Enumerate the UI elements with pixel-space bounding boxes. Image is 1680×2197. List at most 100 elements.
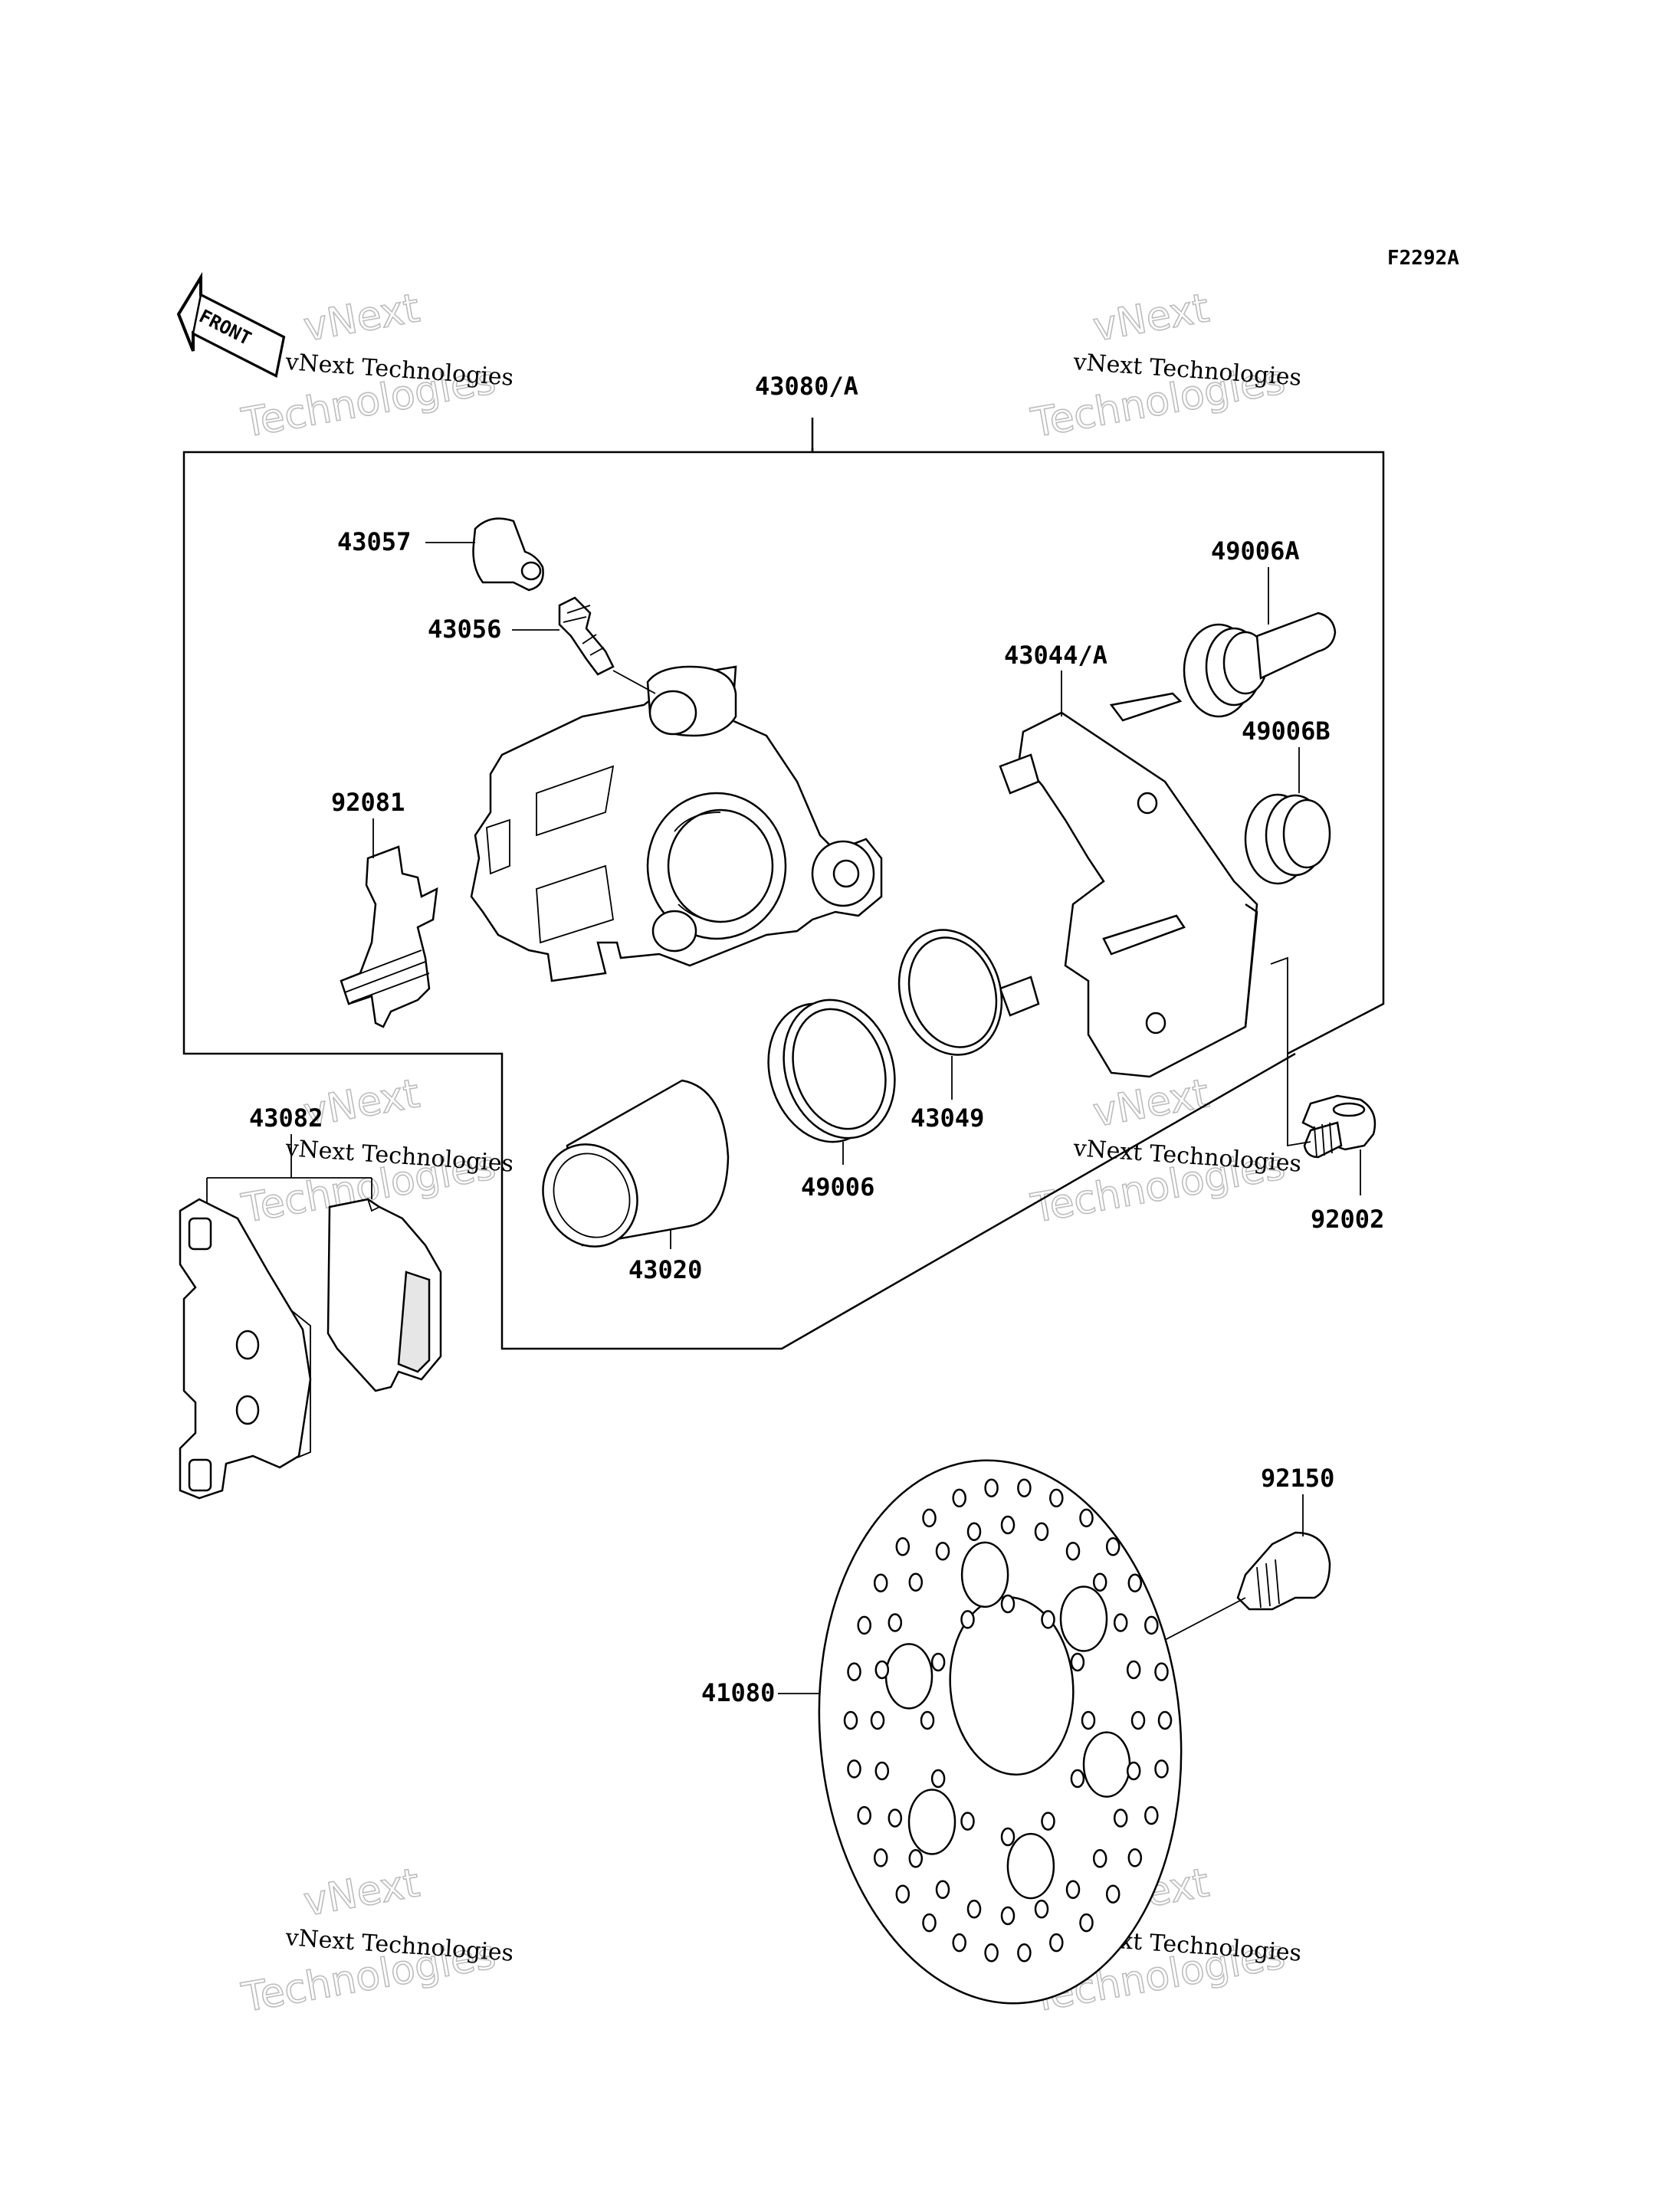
- disc-small-hole: [952, 1933, 966, 1953]
- disc-small-hole: [1041, 1812, 1055, 1831]
- piston[interactable]: [527, 1079, 730, 1262]
- disc-small-hole: [1144, 1805, 1159, 1825]
- bleed-valve[interactable]: [558, 596, 615, 676]
- pin-boot-a[interactable]: [1183, 612, 1337, 718]
- disc-small-hole: [1079, 1508, 1094, 1528]
- disc-small-hole: [1105, 1884, 1121, 1904]
- disc-small-hole: [1000, 1906, 1016, 1926]
- disc-large-hole: [1059, 1585, 1108, 1652]
- part-label-43049: 43049: [911, 1103, 984, 1133]
- disc-small-hole: [1017, 1478, 1032, 1497]
- part-label-43057: 43057: [337, 527, 411, 556]
- part-label-49006b: 49006B: [1242, 716, 1331, 746]
- part-label-43020: 43020: [628, 1255, 702, 1284]
- watermark-bottom-left: vNext Technologies vNext Technologies: [238, 1860, 514, 2022]
- disc-small-hole: [873, 1848, 888, 1867]
- disc-large-hole: [884, 1643, 934, 1710]
- disc-small-hole: [1154, 1662, 1169, 1681]
- figure-code: F2292A: [1387, 247, 1459, 270]
- disc-small-hole: [874, 1761, 890, 1781]
- part-label-92150: 92150: [1261, 1464, 1334, 1493]
- disc-small-hole: [1127, 1573, 1143, 1592]
- disc-small-hole: [920, 1710, 935, 1730]
- disc-small-hole: [935, 1880, 950, 1900]
- disc-bolt[interactable]: [1236, 1531, 1331, 1611]
- disc-small-hole: [984, 1478, 999, 1497]
- part-label-43082: 43082: [249, 1103, 323, 1133]
- disc-small-hole: [1070, 1769, 1085, 1789]
- disc-small-hole: [874, 1660, 890, 1680]
- disc-small-hole: [1127, 1848, 1143, 1867]
- disc-small-hole: [960, 1610, 975, 1629]
- part-label-41080: 41080: [701, 1678, 775, 1707]
- dust-seal[interactable]: [751, 985, 912, 1156]
- disc-small-hole: [847, 1662, 861, 1681]
- disc-small-hole: [1041, 1610, 1055, 1629]
- part-label-92002: 92002: [1311, 1205, 1384, 1234]
- disc-small-hole: [908, 1572, 924, 1592]
- watermark-top-right: vNext Technologies vNext Technologies: [1027, 285, 1302, 448]
- pad-spring[interactable]: [340, 845, 438, 1028]
- svg-text:vNext: vNext: [300, 1860, 423, 1925]
- part-label-92081: 92081: [331, 788, 405, 817]
- disc-small-hole: [873, 1573, 888, 1592]
- disc-small-hole: [857, 1615, 871, 1635]
- disc-small-hole: [1130, 1710, 1146, 1730]
- disc-small-hole: [1000, 1515, 1016, 1535]
- bolt[interactable]: [1301, 1094, 1376, 1159]
- disc-small-hole: [870, 1710, 885, 1730]
- disc-small-hole: [847, 1759, 861, 1779]
- part-label-43044a: 43044/A: [1004, 641, 1107, 670]
- disc-small-hole: [952, 1488, 966, 1508]
- disc-small-hole: [895, 1537, 911, 1556]
- svg-text:vNext: vNext: [1090, 1071, 1212, 1136]
- disc-small-hole: [1079, 1913, 1094, 1933]
- disc-small-hole: [1049, 1933, 1064, 1953]
- disc-small-hole: [1144, 1615, 1159, 1635]
- disc-small-hole: [1157, 1710, 1173, 1730]
- disc-large-hole: [1082, 1731, 1131, 1798]
- disc-small-hole: [908, 1849, 924, 1868]
- watermark-top-left: vNext Technologies vNext Technologies: [238, 285, 514, 448]
- disc-small-hole: [922, 1508, 937, 1528]
- brake-pad[interactable]: [326, 1198, 442, 1392]
- disc-small-hole: [1034, 1522, 1049, 1541]
- disc-small-hole: [1070, 1652, 1085, 1672]
- disc-small-hole: [1017, 1943, 1032, 1963]
- disc-small-hole: [930, 1652, 946, 1672]
- caliper-body[interactable]: [470, 665, 883, 982]
- pin-boot-b[interactable]: [1244, 793, 1331, 885]
- part-label-43080a: 43080/A: [755, 372, 858, 401]
- svg-text:vNext: vNext: [300, 285, 423, 350]
- disc-large-hole: [960, 1541, 1009, 1608]
- part-label-49006: 49006: [801, 1172, 874, 1202]
- disc-small-hole: [888, 1808, 903, 1828]
- disc-small-hole: [966, 1522, 982, 1541]
- disc-small-hole: [1126, 1761, 1141, 1781]
- disc-small-hole: [1065, 1880, 1081, 1900]
- brake-pad-plate[interactable]: [179, 1198, 312, 1500]
- disc-small-hole: [1092, 1849, 1107, 1868]
- disc-small-hole: [1000, 1594, 1016, 1614]
- disc-small-hole: [1126, 1660, 1141, 1680]
- disc-large-hole: [1006, 1832, 1055, 1900]
- disc-small-hole: [1154, 1759, 1169, 1779]
- part-label-49006a: 49006A: [1211, 536, 1300, 566]
- disc-small-hole: [1081, 1710, 1096, 1730]
- disc-small-hole: [843, 1710, 858, 1730]
- bleed-valve-cap[interactable]: [472, 517, 544, 592]
- disc-small-hole: [1092, 1572, 1107, 1592]
- disc-small-hole: [1034, 1900, 1049, 1919]
- part-label-43056: 43056: [428, 615, 501, 644]
- disc-small-hole: [966, 1900, 982, 1919]
- disc-small-hole: [1049, 1488, 1064, 1508]
- svg-text:vNext: vNext: [1090, 285, 1212, 350]
- disc-small-hole: [857, 1805, 871, 1825]
- disc-small-hole: [922, 1913, 937, 1933]
- seal-ring[interactable]: [884, 917, 1018, 1068]
- bracket-holder[interactable]: [999, 692, 1258, 1078]
- brake-disc[interactable]: [797, 1445, 1203, 2018]
- disc-small-hole: [888, 1613, 903, 1632]
- disc-small-hole: [960, 1812, 975, 1831]
